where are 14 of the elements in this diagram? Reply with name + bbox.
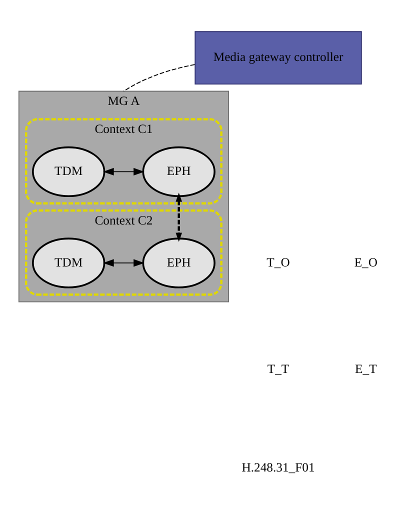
connector <box>123 64 196 92</box>
node-ellipse: TDM <box>32 238 106 288</box>
arrow <box>102 259 144 267</box>
label: E_T <box>355 362 377 376</box>
label: H.248.31_F01 <box>242 460 315 474</box>
label: T_O <box>266 255 290 270</box>
node-ellipse: EPH <box>142 146 216 197</box>
arrow <box>102 168 144 176</box>
label: E_O <box>354 255 378 270</box>
node-ellipse: EPH <box>142 238 216 288</box>
arrow <box>176 192 182 242</box>
node-ellipse: TDM <box>32 146 106 197</box>
label: T_T <box>267 362 290 376</box>
node-box: Media gateway controller <box>194 31 362 84</box>
